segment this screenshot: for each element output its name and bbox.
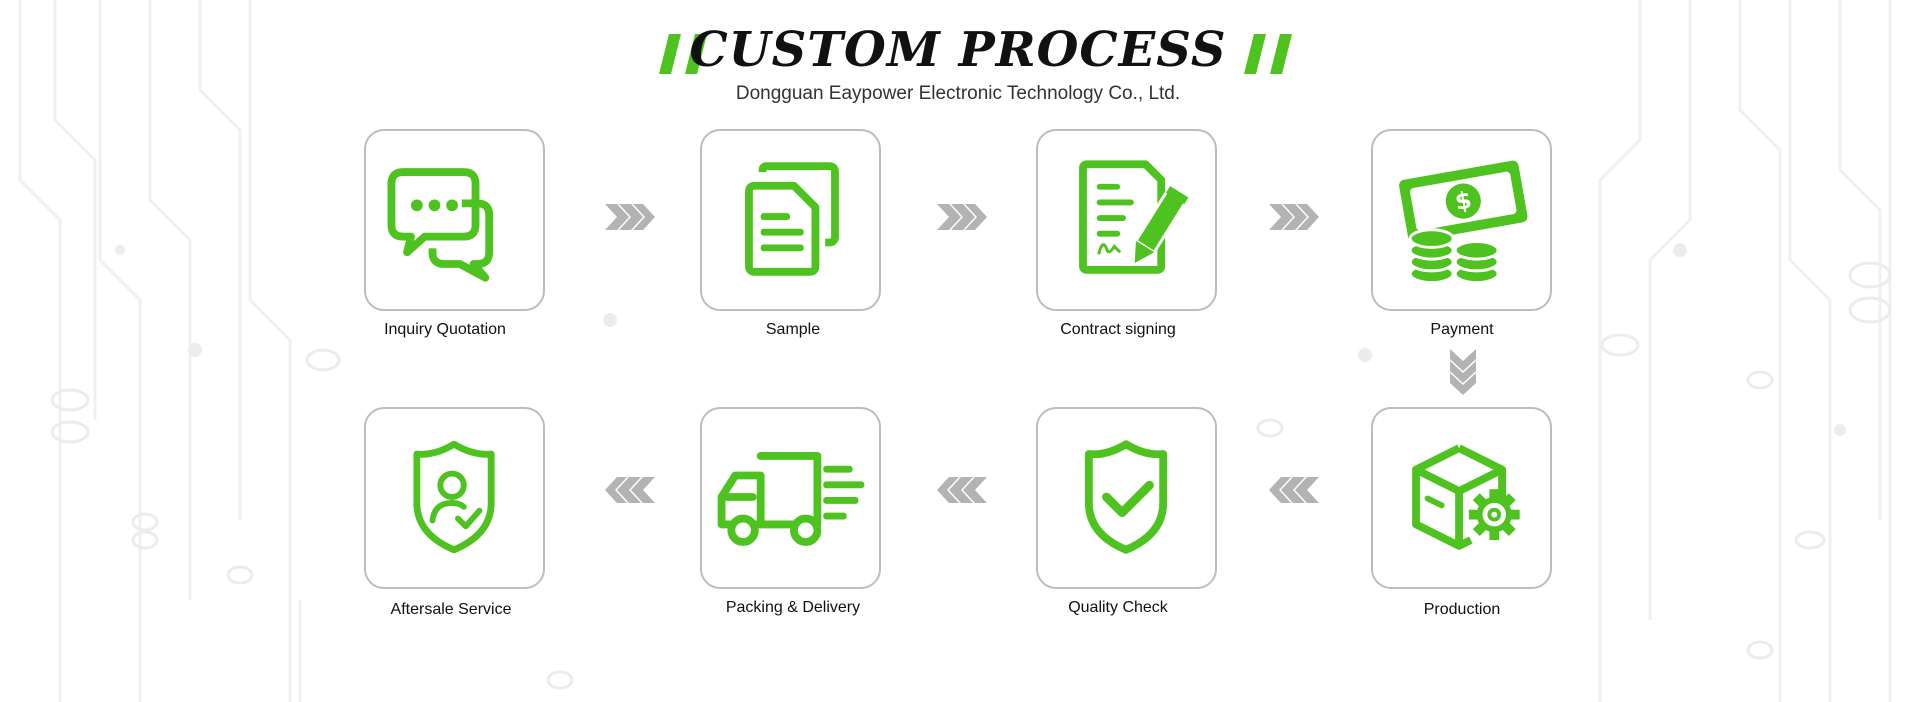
shield-check-icon [1084,440,1168,554]
step-label-aftersale-service: Aftersale Service [390,601,512,618]
arrow-right-icon [1269,204,1319,230]
step-box-contract-signing [1036,129,1217,311]
step-box-inquiry-quotation [364,129,545,311]
arrow-left-icon [937,477,987,503]
chat-bubbles-icon [387,168,494,282]
step-box-aftersale-service [364,407,545,589]
page-title: CUSTOM PROCESS [689,22,1227,78]
arrow-right-icon [937,204,987,230]
company-subtitle: Dongguan Eaypower Electronic Technology … [735,83,1181,104]
svg-text:$: $ [1453,186,1474,216]
step-box-packing-delivery [700,407,881,589]
step-box-payment: $ [1371,129,1552,311]
step-label-packing-delivery: Packing & Delivery [725,599,861,616]
step-label-contract-signing: Contract signing [1060,321,1176,338]
arrow-left-icon [605,477,655,503]
arrow-right-icon [605,204,655,230]
step-box-sample [700,129,881,311]
step-box-quality-check [1036,407,1217,589]
documents-icon [745,162,839,276]
step-box-production [1371,407,1552,589]
shield-user-icon [413,440,495,554]
step-label-sample: Sample [765,321,821,338]
delivery-truck-icon [717,452,865,546]
arrow-down-icon [1450,349,1476,395]
money-coins-icon: $ [1399,160,1528,285]
step-label-payment: Payment [1430,321,1494,338]
right-slash-decoration [1244,34,1292,74]
contract-pen-icon [1079,160,1189,274]
step-label-inquiry-quotation: Inquiry Quotation [384,321,506,338]
left-slash-decoration [659,34,707,74]
step-label-quality-check: Quality Check [1068,599,1168,616]
box-gear-icon [1412,444,1520,550]
step-label-production: Production [1423,601,1501,618]
arrow-left-icon [1269,477,1319,503]
